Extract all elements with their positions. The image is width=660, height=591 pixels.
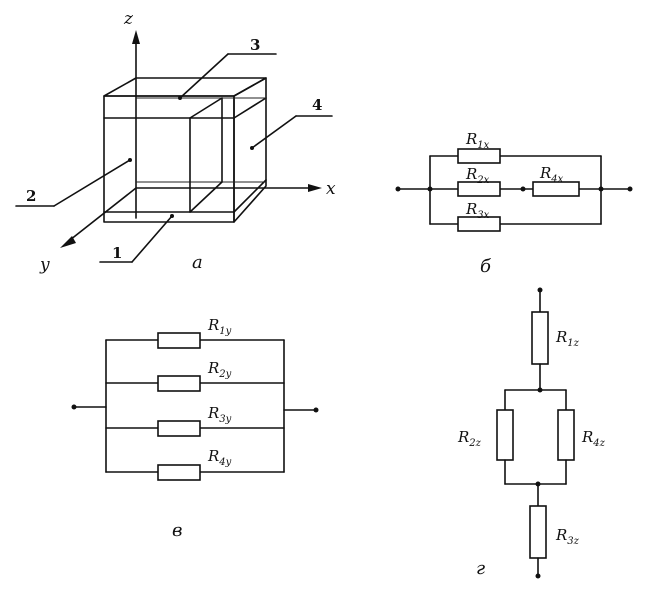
layer-1-side-edge (233, 179, 267, 213)
callout-1-leader (131, 215, 173, 263)
partition-bottom-edge (189, 181, 223, 213)
b-resistor-r4 (532, 181, 580, 197)
b-label-r4: R4x (539, 164, 564, 185)
panel-v-circuit: R1y R2y R3y R4y в (71, 316, 319, 541)
panel-g-circuit: R1z R2z R4z R3z г (457, 287, 606, 579)
g-output-terminal (535, 573, 541, 579)
v-resistor-r2 (157, 375, 201, 392)
z-axis-label: z (123, 9, 134, 29)
b-series-node (520, 186, 526, 192)
panel-b-caption: б (480, 256, 492, 277)
g-resistor-r3 (529, 505, 547, 559)
partition-top-edge (189, 97, 223, 119)
v-resistor-r4 (157, 464, 201, 481)
v-label-r4: R4y (207, 447, 232, 468)
callout-4-label: 4 (312, 96, 322, 114)
b-resistor-r3 (457, 216, 501, 232)
block-front-face (103, 95, 235, 223)
v-label-r3: R3y (207, 404, 232, 425)
g-label-r1: R1z (555, 328, 580, 349)
b-resistor-r2 (457, 181, 501, 197)
callout-3-leader (179, 53, 229, 99)
b-label-r1: R1x (465, 130, 490, 151)
y-axis-label: y (39, 255, 50, 275)
y-axis-line (69, 187, 137, 241)
panel-a-caption: а (192, 252, 203, 273)
g-label-r4: R4z (581, 428, 606, 449)
panel-v-caption: в (172, 520, 182, 541)
callout-2-label: 2 (26, 187, 36, 205)
panel-g-caption: г (476, 558, 485, 579)
callout-3-label: 3 (250, 36, 260, 54)
g-label-r3: R3z (555, 526, 580, 547)
v-resistor-r3 (157, 420, 201, 437)
v-label-r1: R1y (207, 316, 232, 337)
x-axis-arrow (308, 184, 322, 192)
block-right-face (233, 77, 267, 223)
g-label-r2: R2z (457, 428, 482, 449)
layer-3-side-edge (233, 97, 267, 119)
callout-1-label: 1 (112, 244, 122, 262)
x-axis-label: x (326, 179, 336, 199)
b-output-terminal (627, 186, 633, 192)
g-resistor-r4 (557, 409, 575, 461)
b-label-r2: R2x (465, 165, 490, 186)
g-resistor-r2 (496, 409, 514, 461)
b-label-r3: R3x (465, 200, 490, 221)
g-resistor-r1 (531, 311, 549, 365)
panel-a-block-drawing: z x y 3 (15, 9, 336, 275)
callout-4-leader (251, 115, 297, 149)
v-resistor-r1 (157, 332, 201, 349)
v-label-r2: R2y (207, 359, 232, 380)
callout-2-leader (53, 159, 131, 207)
z-axis-arrow (132, 30, 140, 44)
panel-b-circuit: R1x R2x R3x R4x б (395, 130, 633, 277)
v-output-terminal (313, 407, 319, 413)
v-input-terminal (71, 404, 77, 410)
y-axis-arrow (60, 236, 76, 248)
b-resistor-r1 (457, 148, 501, 164)
b-input-terminal (395, 186, 401, 192)
